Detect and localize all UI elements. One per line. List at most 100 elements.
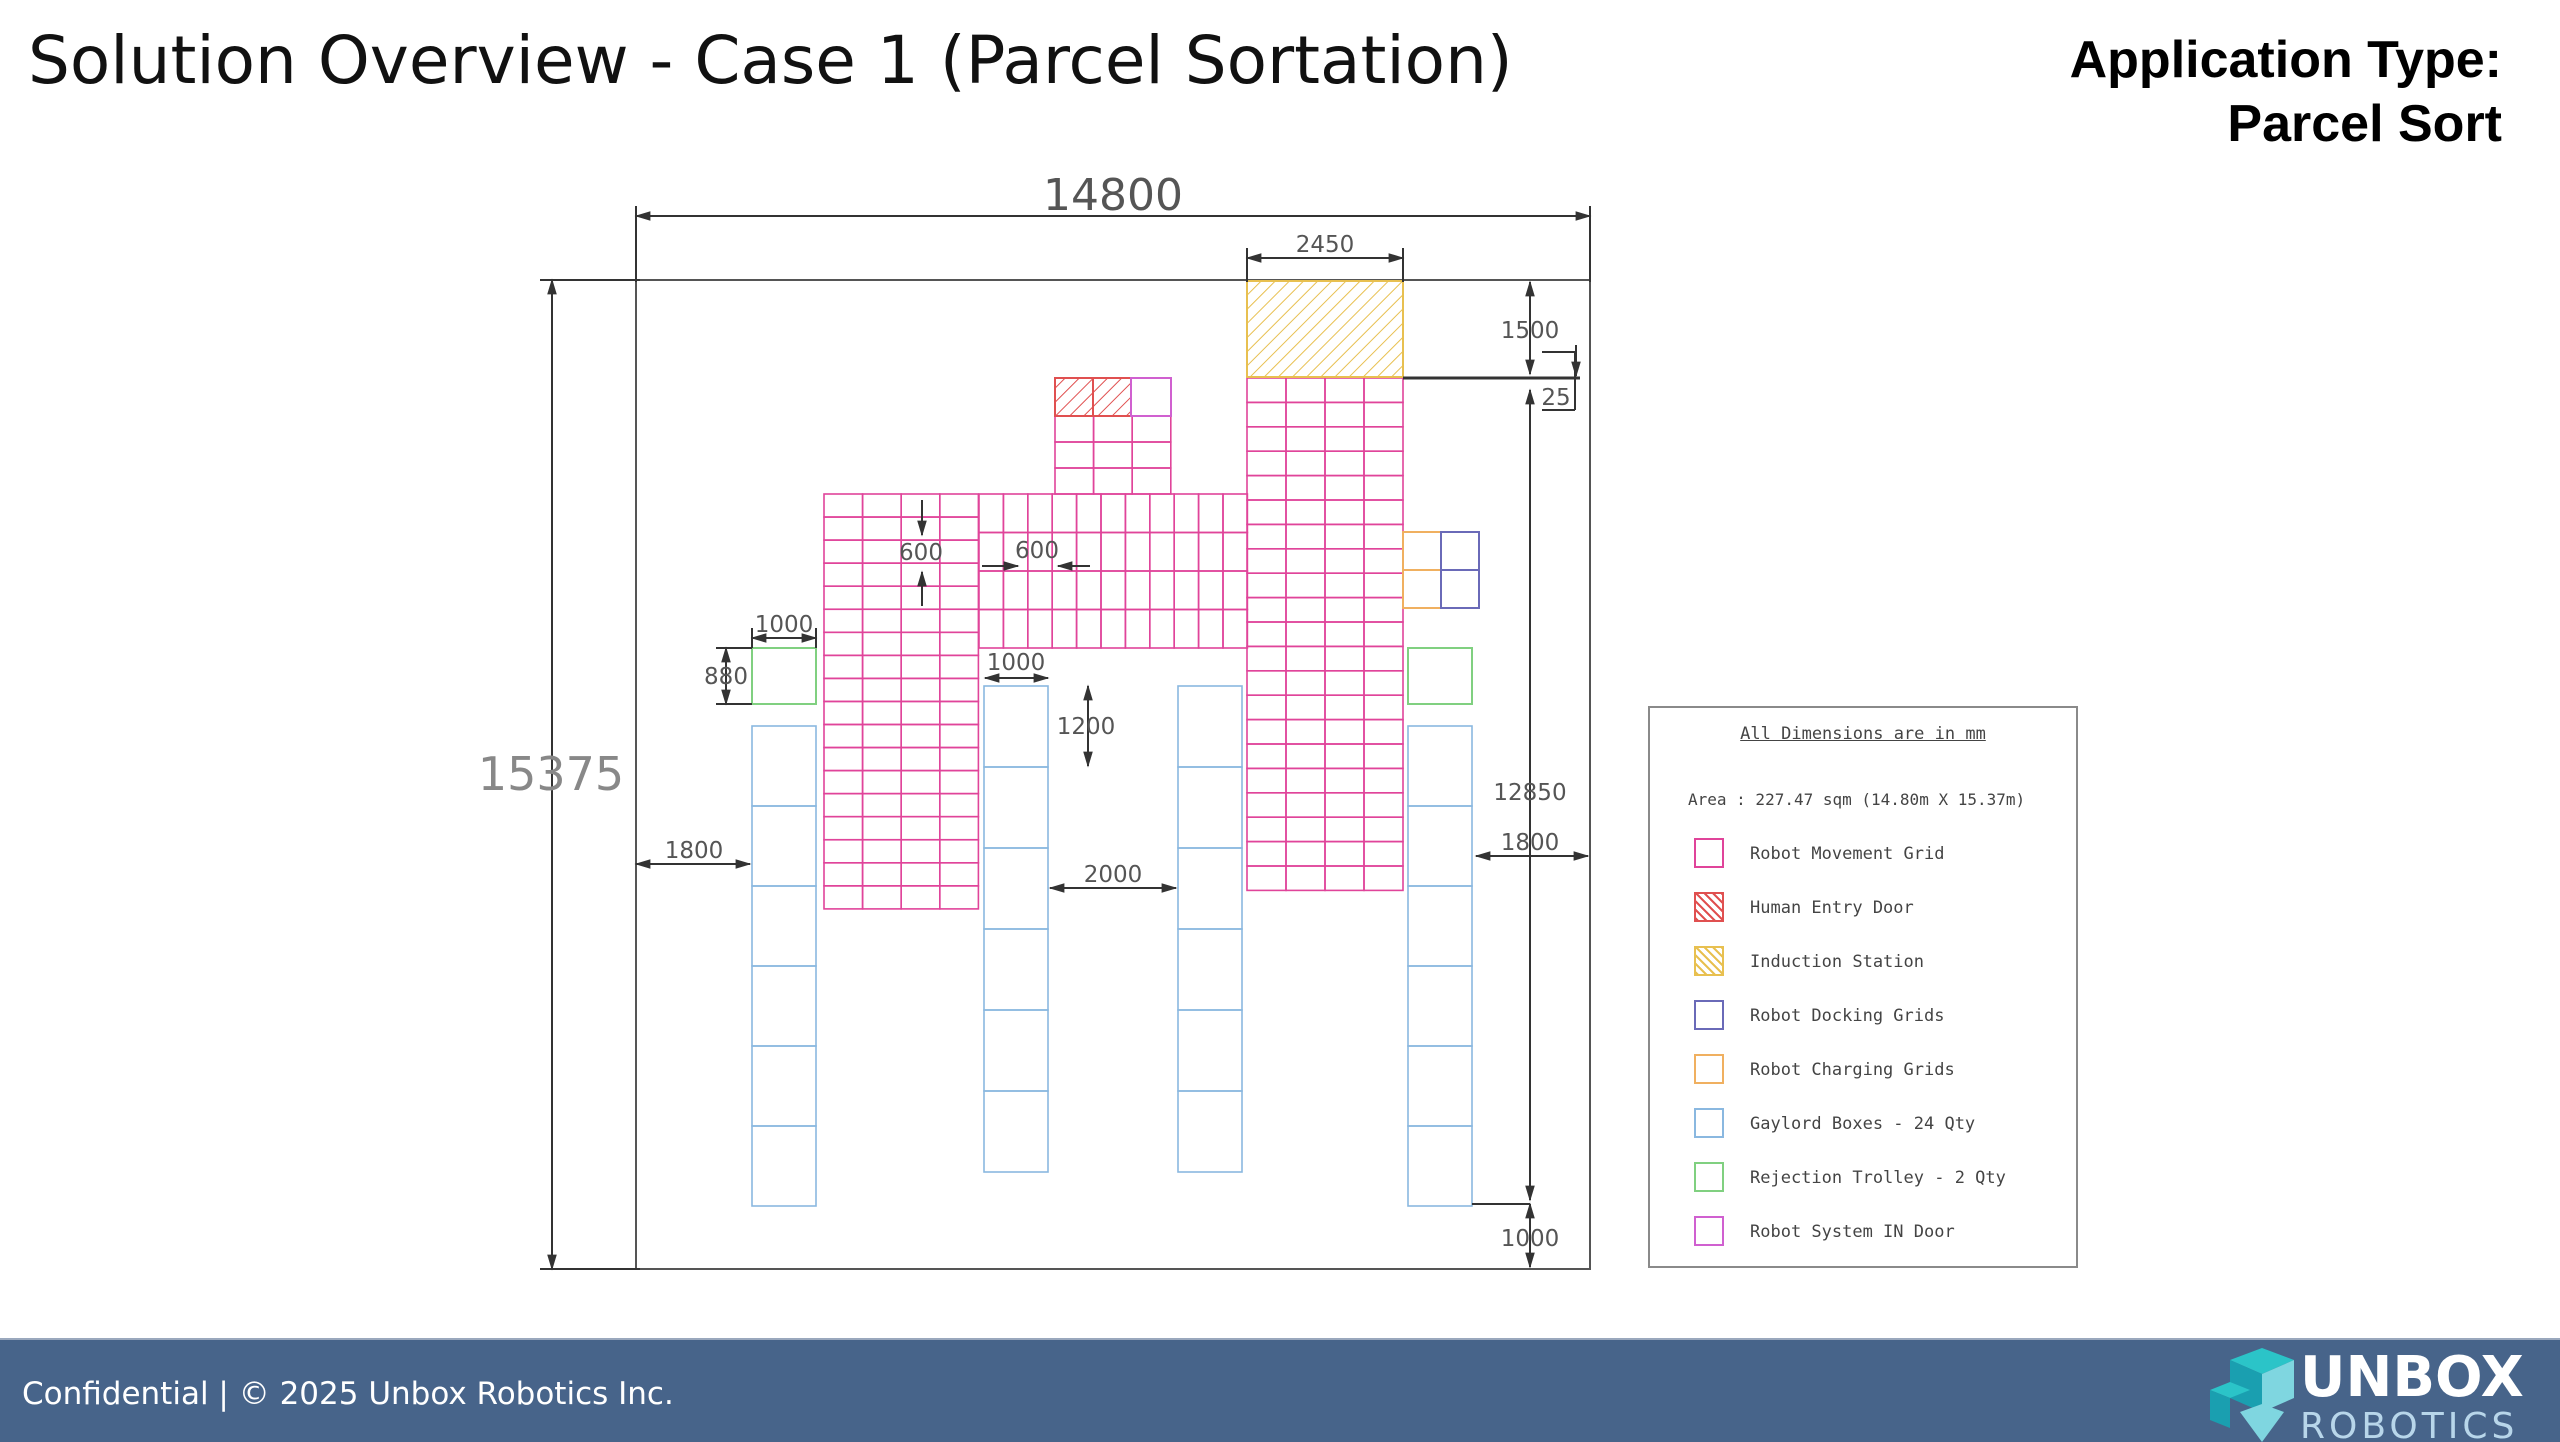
robot-movement-grid-cell [1092,441,1133,469]
robot-movement-grid-cell [861,631,902,657]
robot-movement-grid-cell [1027,608,1054,649]
robot-movement-grid-cell [1246,743,1287,770]
robot-movement-grid-cell [938,861,980,887]
robot-movement-grid-cell [900,838,941,864]
robot-movement-grid-cell [1363,377,1404,404]
robot-movement-grid-cell [1285,865,1326,892]
gaylord-box [983,847,1049,930]
robot-movement-grid-cell [1285,840,1326,867]
robot-movement-grid-cell [938,493,980,518]
legend-swatch [1694,838,1724,868]
robot-movement-grid-cell [1285,523,1326,550]
gaylord-box [983,766,1049,849]
robot-movement-grid-cell [1051,570,1078,611]
robot-movement-grid-cell [938,815,980,841]
robot-movement-grid-cell [1173,608,1200,649]
gaylord-box [983,928,1049,1011]
gaylord-box [983,1009,1049,1092]
robot-movement-grid-cell [1149,608,1176,649]
gaylord-box [751,725,817,807]
robot-movement-grid-cell [1002,570,1029,611]
dim-trolley-width: 1000 [755,612,814,638]
robot-movement-grid-cell [1075,493,1102,534]
robot-movement-grid-cell [1363,401,1404,428]
gaylord-box [751,885,817,967]
robot-movement-grid-cell [1324,572,1365,599]
robot-movement-grid-cell [1363,499,1404,526]
robot-movement-grid-cell [1100,493,1127,534]
robot-movement-grid-cell [1363,718,1404,745]
robot-movement-grid-cell [1246,816,1287,843]
robot-movement-grid-cell [1222,531,1249,572]
robot-movement-grid-cell [1285,669,1326,696]
legend-label: Human Entry Door [1750,898,1914,918]
gaylord-box [1407,1045,1473,1127]
robot-movement-grid-cell [1124,608,1151,649]
robot-movement-grid-cell [938,585,980,611]
robot-in-door [1130,377,1172,417]
footer-confidential: Confidential | © 2025 Unbox Robotics Inc… [22,1376,674,1412]
robot-movement-grid-cell [900,608,941,634]
dim-bottom-gap: 1000 [1501,1226,1560,1252]
dim-grid-cell-v: 600 [899,540,943,566]
robot-movement-grid-cell [938,677,980,703]
robot-movement-grid-cell [861,838,902,864]
robot-movement-grid-cell [1246,523,1287,550]
robot-movement-grid-cell [1246,669,1287,696]
gaylord-box [983,1090,1049,1173]
robot-movement-grid-cell [900,792,941,818]
robot-movement-grid-cell [1285,645,1326,672]
gaylord-box [1177,766,1243,849]
induction-station [1246,280,1404,378]
logo-word-robotics: ROBOTICS [2300,1406,2518,1442]
robot-movement-grid-cell [1324,474,1365,501]
robot-movement-grid-cell [978,608,1005,649]
robot-movement-grid-cell [1285,791,1326,818]
robot-movement-grid-cell [1363,621,1404,648]
robot-movement-grid-cell [1324,547,1365,574]
robot-movement-grid-cell [1246,499,1287,526]
robot-movement-grid-cell [1197,531,1224,572]
gaylord-box [1407,805,1473,887]
robot-movement-grid-cell [1363,474,1404,501]
human-entry-door [1054,377,1094,417]
robot-movement-grid-cell [1324,645,1365,672]
robot-movement-grid-cell [823,631,864,657]
robot-movement-grid-cell [823,746,864,772]
robot-movement-grid-cell [1051,608,1078,649]
robot-movement-grid-cell [900,885,941,910]
legend-label: Robot Movement Grid [1750,844,1945,864]
robot-movement-grid-cell [1285,743,1326,770]
dim-inner-height: 12850 [1493,780,1566,806]
robot-movement-grid-cell [823,838,864,864]
robot-movement-grid-cell [1197,608,1224,649]
gaylord-box [1177,685,1243,768]
robot-movement-grid-cell [1124,493,1151,534]
robot-movement-grid-cell [823,792,864,818]
legend-swatch [1694,892,1724,922]
robot-movement-grid-cell [900,861,941,887]
robot-movement-grid-cell [1131,415,1172,443]
robot-movement-grid-cell [1285,450,1326,477]
robot-movement-grid-cell [1051,493,1078,534]
legend-label: Robot Docking Grids [1750,1006,1945,1026]
robot-movement-grid-cell [1324,596,1365,623]
robot-movement-grid-cell [861,654,902,680]
robot-movement-grid-cell [1054,441,1095,469]
robot-movement-grid-cell [861,700,902,726]
robot-movement-grid-cell [823,700,864,726]
rejection-trolley [1407,647,1473,705]
robot-movement-grid-cell [1363,816,1404,843]
robot-movement-grid-cell [900,746,941,772]
dim-small-gap: 25 [1541,385,1570,411]
robot-movement-grid-cell [1324,694,1365,721]
robot-movement-grid-cell [1285,474,1326,501]
robot-movement-grid-cell [938,792,980,818]
robot-movement-grid-cell [1363,767,1404,794]
robot-movement-grid-cell [1149,493,1176,534]
robot-movement-grid-cell [1363,694,1404,721]
robot-movement-grid-cell [823,861,864,887]
robot-movement-grid-cell [1246,840,1287,867]
robot-movement-grid-cell [1054,415,1095,443]
robot-movement-grid-cell [1324,865,1365,892]
